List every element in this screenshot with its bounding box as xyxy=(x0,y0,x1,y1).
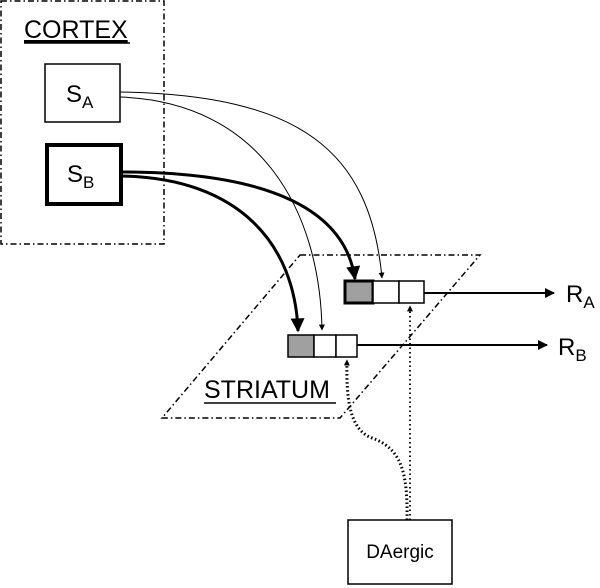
projection-sb-to-ra-unit xyxy=(120,170,361,281)
striatum-label: STRIATUM xyxy=(204,376,330,404)
unit-b-cell-right xyxy=(335,334,358,358)
striatum-boundary xyxy=(160,254,482,419)
response-b-label: RB xyxy=(558,334,587,365)
stimulus-b-node: SB xyxy=(45,143,123,206)
daergic-source: DAergic xyxy=(347,519,453,585)
projection-sb-to-rb-unit xyxy=(120,174,305,333)
daergic-label: DAergic xyxy=(366,542,434,563)
stimulus-b-label: SB xyxy=(67,161,94,192)
unit-a-cell-active xyxy=(343,279,375,305)
cortex-region: CORTEX SA SB xyxy=(0,0,165,245)
dopamine-modulation xyxy=(343,305,413,521)
response-a-label: RA xyxy=(566,281,595,312)
cortex-boundary xyxy=(0,0,165,245)
projection-sa-to-rb-unit xyxy=(119,96,325,331)
striatum-region: STRIATUM xyxy=(160,254,482,419)
daergic-box xyxy=(347,519,453,585)
cortex-label: CORTEX xyxy=(24,16,128,44)
response-outputs: RA RB xyxy=(357,281,595,365)
projection-sa-to-ra-unit xyxy=(119,91,385,279)
unit-b-cell-active xyxy=(287,334,315,358)
cortico-striatal-projections xyxy=(119,91,385,333)
unit-a-cell-right xyxy=(398,280,425,304)
unit-b-cell-middle xyxy=(313,334,337,358)
stimulus-a-label: SA xyxy=(66,81,94,112)
unit-a-cell-middle xyxy=(372,280,400,304)
stimulus-a-node: SA xyxy=(44,63,121,123)
striatal-unit-a xyxy=(343,279,425,305)
dopamine-line-to-unit-b xyxy=(343,359,409,521)
stimulus-b-box xyxy=(45,143,123,206)
striatal-unit-b xyxy=(287,334,358,358)
stimulus-a-box xyxy=(44,63,121,123)
